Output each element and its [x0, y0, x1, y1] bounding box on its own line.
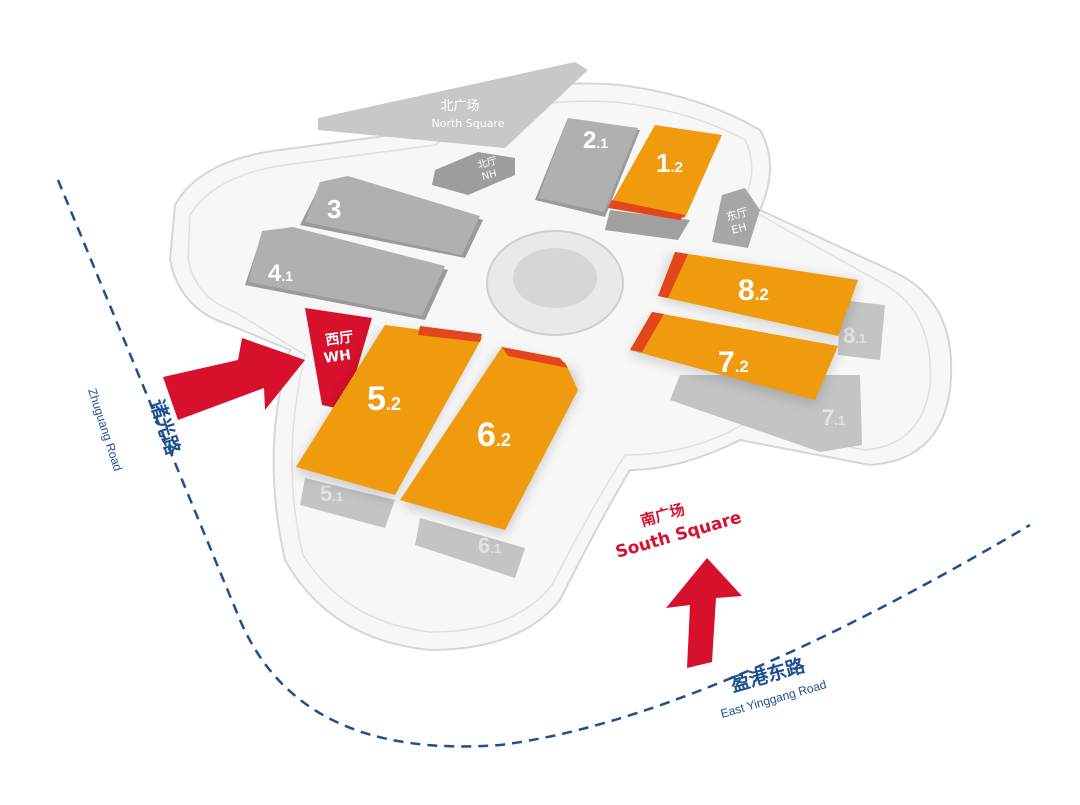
south-entrance-arrow	[666, 558, 742, 668]
svg-text:1.2: 1.2	[656, 148, 683, 178]
hall-1-2[interactable]: 1.2	[608, 125, 722, 220]
north-square-area	[318, 62, 588, 148]
svg-text:WH: WH	[323, 347, 352, 367]
hall-8-2[interactable]: 8.2	[658, 252, 860, 340]
entrance-nh-cn: 北厅	[476, 155, 498, 172]
hall-6-2[interactable]: 6.2	[400, 347, 578, 535]
svg-text:2.1: 2.1	[583, 127, 608, 154]
road-zhuguang-line	[56, 179, 1031, 748]
hall-5-1[interactable]: 5.1	[300, 478, 395, 528]
entrance-eh[interactable]	[712, 188, 760, 248]
entrance-nh[interactable]	[432, 152, 515, 195]
hall-2-1[interactable]: 2.1	[535, 118, 640, 217]
svg-text:7.2: 7.2	[718, 346, 749, 379]
venue-inner-outline	[187, 100, 932, 633]
svg-text:6.2: 6.2	[477, 416, 511, 454]
north-square-cn: 北广场	[440, 99, 479, 114]
entrance-eh-en: EH	[730, 220, 748, 236]
svg-text:西厅: 西厅	[324, 329, 354, 349]
entrance-wh[interactable]: 西厅 WH	[305, 308, 372, 410]
entrance-nh-en: NH	[481, 168, 498, 183]
entrance-eh-cn: 东厅	[725, 205, 750, 223]
svg-text:7.1: 7.1	[822, 405, 845, 430]
hall-3[interactable]: 3	[300, 176, 483, 258]
road-zhuguang-en: Zhuguang Road	[85, 387, 125, 473]
hall-4-1[interactable]: 4.1	[245, 227, 448, 320]
hall-8-1[interactable]: 8.1	[838, 300, 885, 360]
svg-text:8.1: 8.1	[843, 323, 866, 348]
hall-5-2[interactable]: 5.2	[295, 325, 482, 500]
north-square-en: North Square	[432, 117, 505, 130]
svg-text:5.1: 5.1	[320, 481, 343, 506]
hall-6-1[interactable]: 6.1	[415, 518, 525, 578]
svg-text:6.1: 6.1	[478, 533, 501, 558]
svg-text:8.2: 8.2	[738, 274, 769, 307]
svg-text:3: 3	[327, 194, 341, 224]
svg-text:5.2: 5.2	[367, 380, 401, 418]
hall-7-2[interactable]: 7.2	[630, 312, 840, 405]
west-entrance-arrow	[163, 338, 305, 420]
svg-text:4.1: 4.1	[268, 260, 293, 287]
